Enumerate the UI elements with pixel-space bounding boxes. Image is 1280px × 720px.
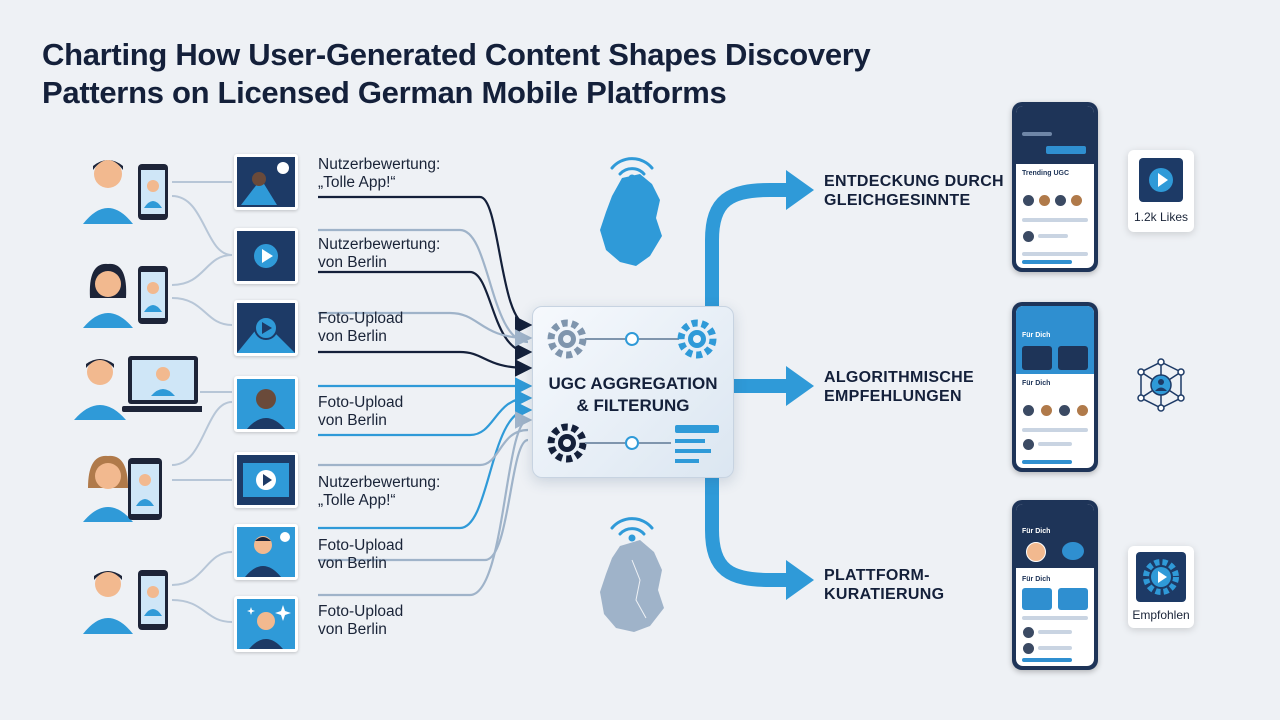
aggregation-hub: UGC AGGREGATION& FILTERUNG: [532, 306, 734, 478]
phone-header: Trending UGC: [1022, 170, 1070, 177]
person-icon: [237, 379, 295, 429]
thumbnail-person: [234, 376, 298, 432]
wifi-icon: [610, 157, 654, 182]
likes-card[interactable]: 1.2k Likes: [1128, 150, 1194, 232]
user-with-phone-icon: [78, 562, 188, 634]
network-icon: [1134, 358, 1188, 412]
phone-mockup: Für Dich Für Dich: [1012, 500, 1098, 670]
thumbnail-video[interactable]: [234, 452, 298, 508]
output-arrows: [705, 183, 788, 587]
hub-title: UGC AGGREGATION& FILTERUNG: [548, 374, 718, 415]
phone-header: Für Dich: [1022, 332, 1051, 339]
arrowhead: [786, 366, 814, 406]
thumbnail-video[interactable]: [234, 300, 298, 356]
wifi-icon: [610, 517, 654, 542]
flow-line: [318, 228, 529, 344]
thumbnail-person: [234, 524, 298, 580]
phone-mockup: Trending UGC: [1012, 102, 1098, 272]
germany-map-icon: [600, 540, 664, 632]
image-icon: [237, 157, 295, 207]
thumbnail-image: [234, 154, 298, 210]
node-icon: [625, 436, 639, 450]
gear-icon: [677, 319, 717, 359]
thumbnail-video[interactable]: [234, 228, 298, 284]
gear-play-icon: [1136, 552, 1186, 602]
title-line-2: Patterns on Licensed German Mobile Platf…: [42, 75, 727, 110]
phone-header: Für Dich: [1022, 528, 1051, 535]
phone-section: Für Dich: [1022, 380, 1051, 387]
title-line-1: Charting How User-Generated Content Shap…: [42, 37, 871, 72]
phone-section: Für Dich: [1022, 576, 1051, 583]
germany-map-icon: [600, 174, 662, 266]
flow-line: [318, 350, 533, 377]
source-label: Nutzerbewertung:von Berlin: [318, 236, 441, 271]
thumbnail-person: [234, 596, 298, 652]
flow-line: [318, 428, 529, 467]
play-icon: [237, 231, 295, 281]
sparkle-person-icon: [237, 599, 295, 649]
source-label: Nutzerbewertung:„Tolle App!“: [318, 474, 441, 509]
gear-icon: [547, 319, 587, 359]
filter-list-icon: [675, 425, 719, 463]
play-icon: [1139, 158, 1183, 202]
page-title: Charting How User-Generated Content Shap…: [42, 36, 871, 112]
user-with-phone-icon: [78, 258, 188, 330]
flow-line: [318, 438, 529, 562]
play-icon: [237, 455, 295, 505]
flow-line: [318, 311, 533, 347]
play-icon: [237, 303, 295, 353]
flow-line: [318, 270, 533, 361]
flow-line: [318, 389, 533, 437]
user-connectors: [171, 181, 233, 623]
phone-mockup: Für Dich Für Dich: [1012, 302, 1098, 472]
user-with-laptop-icon: [72, 350, 204, 422]
recommended-card[interactable]: Empfohlen: [1128, 546, 1194, 628]
user-with-phone-icon: [78, 150, 188, 224]
user-with-phone-icon: [78, 452, 188, 524]
output-label-curation: PLATTFORM-KURATIERUNG: [824, 567, 945, 603]
arrowhead: [786, 170, 814, 210]
node-icon: [625, 332, 639, 346]
gear-icon: [547, 423, 587, 463]
arrowhead: [786, 560, 814, 600]
source-label: Nutzerbewertung:„Tolle App!“: [318, 156, 441, 191]
flow-line: [318, 411, 533, 597]
flow-line: [318, 195, 533, 334]
person-icon: [237, 527, 295, 577]
